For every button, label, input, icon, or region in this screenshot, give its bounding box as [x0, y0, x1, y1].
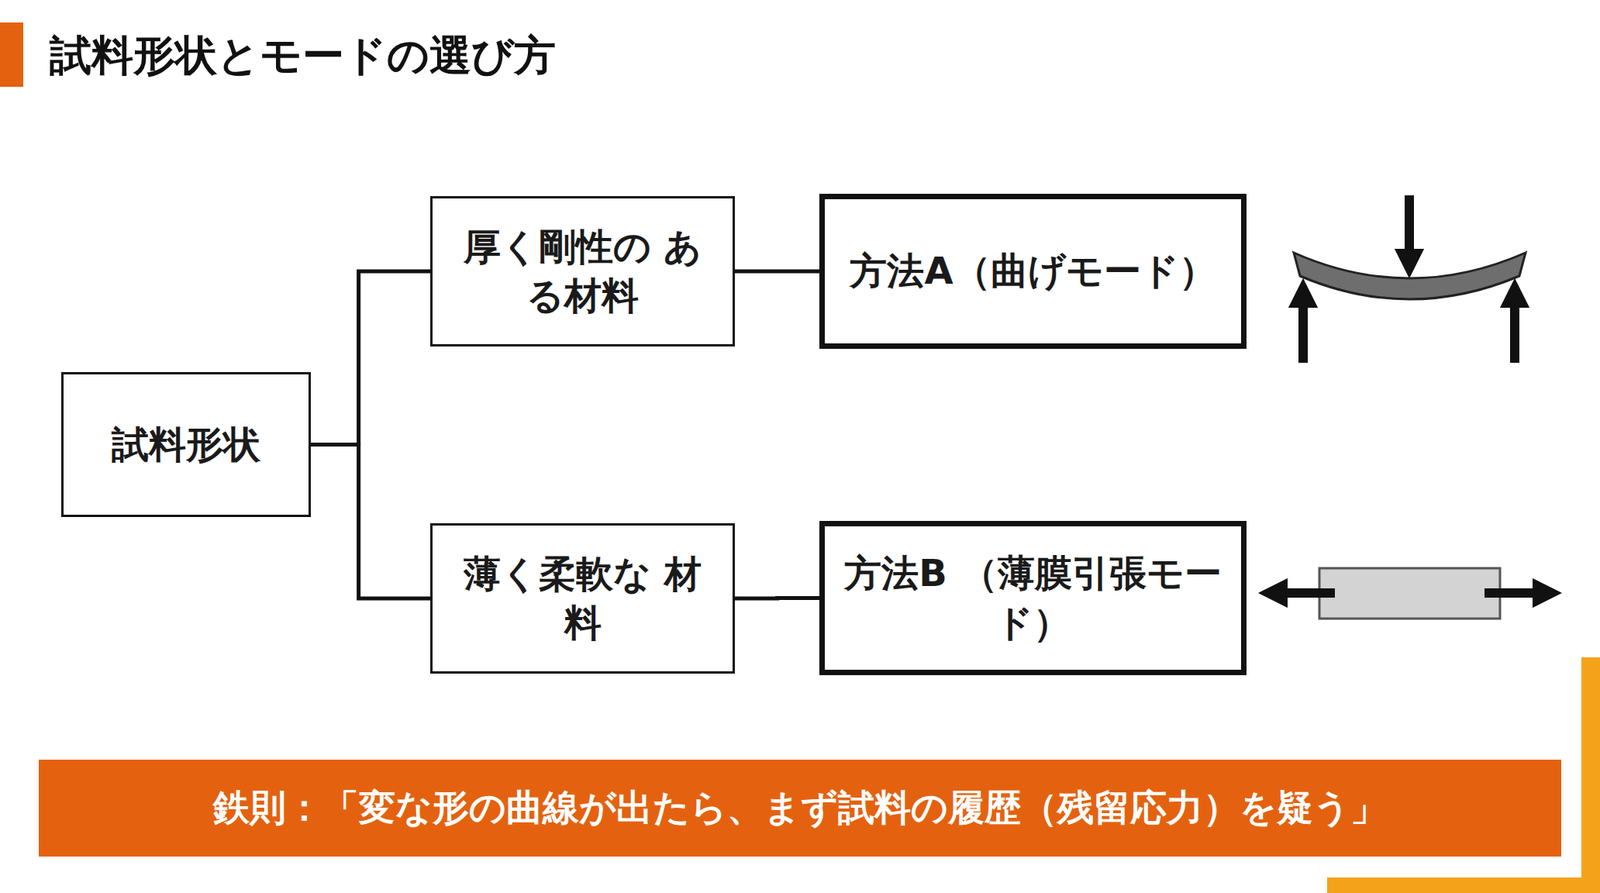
- source-box: 試料形状: [61, 372, 311, 518]
- rule-band: 鉄則：「変な形の曲線が出たら、まず試料の履歴（残留応力）を疑う」: [38, 759, 1562, 857]
- condition-box: 薄く柔軟な 材料: [430, 523, 735, 674]
- title-bar: [0, 22, 24, 87]
- box-label: 試料形状: [94, 420, 278, 469]
- connector: [310, 444, 431, 600]
- support-arrow: [1510, 293, 1520, 363]
- load-arrow: [1404, 195, 1414, 264]
- tension-arrow: [1484, 588, 1548, 598]
- box-label: 方法A（曲げモード）: [832, 246, 1233, 296]
- film-strip: [1319, 568, 1500, 619]
- box-label: 薄く柔軟な 材料: [432, 549, 733, 649]
- connector: [310, 271, 431, 445]
- method-box: 方法A（曲げモード）: [819, 193, 1247, 349]
- corner-strip: [1327, 877, 1600, 893]
- connector: [734, 596, 820, 601]
- support-arrow: [1298, 293, 1308, 363]
- corner-strip: [1581, 657, 1600, 893]
- condition-box: 厚く剛性の ある材料: [430, 196, 735, 347]
- method-box: 方法B （薄膜引張モード）: [819, 520, 1247, 676]
- tension-arrow: [1272, 588, 1335, 598]
- box-label: 厚く剛性の ある材料: [432, 222, 733, 321]
- rule-text: 鉄則：「変な形の曲線が出たら、まず試料の履歴（残留応力）を疑う」: [194, 783, 1406, 832]
- title: 試料形状とモードの選び方: [49, 27, 556, 85]
- box-label: 方法B （薄膜引張モード）: [824, 548, 1242, 648]
- connector: [734, 269, 820, 274]
